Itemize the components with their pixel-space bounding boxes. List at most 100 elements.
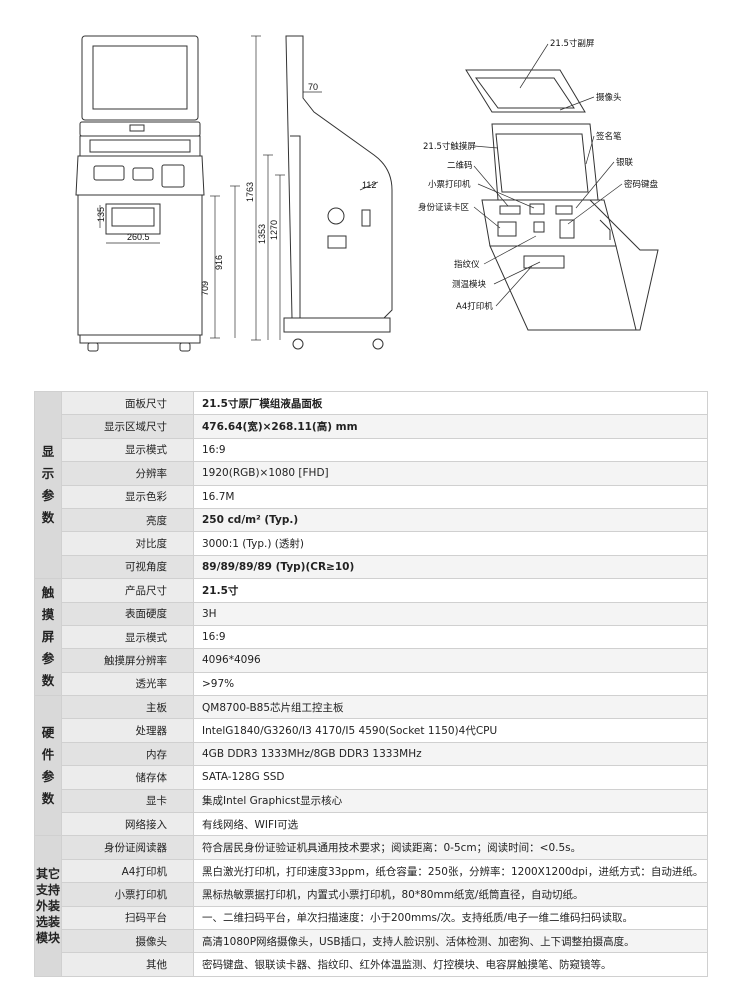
technical-drawings: 916 709 135 260.5 1763 1353 1270 70 112 … — [0, 0, 740, 370]
front-view — [75, 35, 205, 352]
spec-value: 16:9 — [193, 437, 708, 463]
dim-260-5: 260.5 — [127, 232, 150, 242]
spec-value: 一、二维扫码平台，单次扫描速度：小于200mms/次。支持纸质/电子一维二维码扫… — [193, 905, 708, 930]
spec-value: 21.5寸 — [193, 578, 708, 603]
spec-value: 高清1080P网络摄像头，USB插口，支持人脸识别、活体检测、加密狗、上下调整拍… — [193, 928, 708, 954]
spec-value: 250 cd/m² (Typ.) — [193, 507, 708, 533]
spec-value: 16:9 — [193, 624, 708, 650]
dim-1763: 1763 — [245, 182, 255, 202]
spec-value: 4GB DDR3 1333MHz/8GB DDR3 1333MHz — [193, 741, 708, 767]
spec-value: 89/89/89/89 (Typ)(CR≥10) — [193, 554, 708, 580]
side-dimension-lines — [251, 35, 379, 341]
dim-135: 135 — [96, 207, 106, 222]
spec-category: 显示参数 — [34, 390, 62, 580]
callout-camera: 摄像头 — [596, 92, 622, 103]
spec-category: 触摸屏参数 — [34, 578, 62, 697]
spec-value: 476.64(宽)×268.11(高) mm — [193, 414, 708, 439]
spec-label: 表面硬度 — [61, 601, 194, 626]
spec-label: 显卡 — [61, 788, 194, 814]
dim-1353: 1353 — [257, 224, 267, 244]
spec-value: 有线网络、WIFI可选 — [193, 812, 708, 837]
spec-value: 密码键盘、银联读卡器、指纹印、红外体温监测、灯控模块、电容屏触摸笔、防窥镜等。 — [193, 952, 708, 977]
spec-row: 摄像头高清1080P网络摄像头，USB插口，支持人脸识别、活体检测、加密狗、上下… — [35, 928, 708, 954]
dim-112: 112 — [362, 180, 376, 190]
dim-1270: 1270 — [269, 220, 279, 240]
spec-label: 网络接入 — [61, 812, 194, 837]
spec-value: 3000:1 (Typ.) (透射) — [193, 531, 708, 556]
spec-row: A4打印机黑白激光打印机，打印速度33ppm，纸仓容量：250张，分辨率：120… — [35, 858, 708, 884]
spec-category-text: 显示参数 — [41, 444, 55, 526]
spec-value: 21.5寸原厂模组液晶面板 — [193, 390, 708, 416]
spec-category-text: 硬件参数 — [41, 724, 55, 806]
spec-category-text: 触摸屏参数 — [41, 585, 55, 689]
spec-label: 其他 — [61, 952, 194, 977]
spec-row: 透光率>97% — [35, 671, 708, 697]
spec-label: 处理器 — [61, 718, 194, 743]
spec-value: 黑白激光打印机，打印速度33ppm，纸仓容量：250张，分辨率：1200X120… — [193, 858, 708, 884]
spec-value: 符合居民身份证验证机具通用技术要求；阅读距离：0-5cm；阅读时间：<0.5s。 — [193, 835, 708, 860]
spec-label: 储存体 — [61, 765, 194, 790]
dim-916: 916 — [214, 255, 224, 270]
spec-label: 面板尺寸 — [61, 390, 194, 416]
spec-row: 其它支持外装选装模块身份证阅读器符合居民身份证验证机具通用技术要求；阅读距离：0… — [34, 835, 708, 977]
front-dimension-lines — [99, 185, 240, 339]
callout-a4-printer: A4打印机 — [456, 301, 493, 312]
spec-label: 显示模式 — [61, 437, 194, 463]
spec-row: 其他密码键盘、银联读卡器、指纹印、红外体温监测、灯控模块、电容屏触摸笔、防窥镜等… — [35, 952, 708, 977]
spec-label: 小票打印机 — [61, 882, 194, 907]
spec-label: 显示区域尺寸 — [61, 414, 194, 439]
spec-label: 内存 — [61, 741, 194, 767]
spec-row: 显卡集成Intel Graphicst显示核心 — [35, 788, 708, 814]
kiosk-drawings-svg: 916 709 135 260.5 1763 1353 1270 70 112 … — [75, 35, 659, 352]
spec-value: 集成Intel Graphicst显示核心 — [193, 788, 708, 814]
spec-label: 分辨率 — [61, 461, 194, 486]
spec-value: 3H — [193, 601, 708, 626]
spec-row: 网络接入有线网络、WIFI可选 — [35, 812, 708, 837]
spec-category: 其它支持外装选装模块 — [34, 835, 62, 977]
isometric-view — [465, 69, 659, 331]
callout-fingerprint: 指纹仪 — [454, 259, 480, 270]
spec-label: 透光率 — [61, 671, 194, 697]
callout-id-reader: 身份证读卡区 — [418, 202, 470, 213]
spec-label: 主板 — [61, 695, 194, 720]
spec-label: 显示色彩 — [61, 484, 194, 509]
spec-value: 黑标热敏票据打印机，内置式小票打印机，80*80mm纸宽/纸筒直径，自动切纸。 — [193, 882, 708, 907]
callout-receipt-printer: 小票打印机 — [428, 179, 471, 190]
callout-sub-screen: 21.5寸副屏 — [550, 38, 595, 49]
spec-label: 产品尺寸 — [61, 578, 194, 603]
callout-touch-screen: 21.5寸触摸屏 — [423, 141, 476, 152]
spec-value: SATA-128G SSD — [193, 765, 708, 790]
spec-row: 扫码平台一、二维扫码平台，单次扫描速度：小于200mms/次。支持纸质/电子一维… — [35, 905, 708, 930]
callout-qr-code: 二维码 — [447, 160, 473, 171]
spec-label: 对比度 — [61, 531, 194, 556]
dim-70: 70 — [308, 82, 318, 92]
callout-unionpay: 银联 — [616, 157, 634, 168]
spec-category: 硬件参数 — [34, 695, 62, 837]
spec-value: 1920(RGB)×1080 [FHD] — [193, 461, 708, 486]
spec-label: 触摸屏分辨率 — [61, 648, 194, 673]
spec-label: 可视角度 — [61, 554, 194, 580]
spec-label: 扫码平台 — [61, 905, 194, 930]
spec-label: 摄像头 — [61, 928, 194, 954]
callout-temperature: 测温模块 — [452, 279, 487, 290]
spec-label: 显示模式 — [61, 624, 194, 650]
spec-value: QM8700-B85芯片组工控主板 — [193, 695, 708, 720]
spec-value: 16.7M — [193, 484, 708, 509]
spec-category-text: 其它支持外装选装模块 — [35, 867, 60, 946]
spec-row: 小票打印机黑标热敏票据打印机，内置式小票打印机，80*80mm纸宽/纸筒直径，自… — [35, 882, 708, 907]
spec-value: 4096*4096 — [193, 648, 708, 673]
